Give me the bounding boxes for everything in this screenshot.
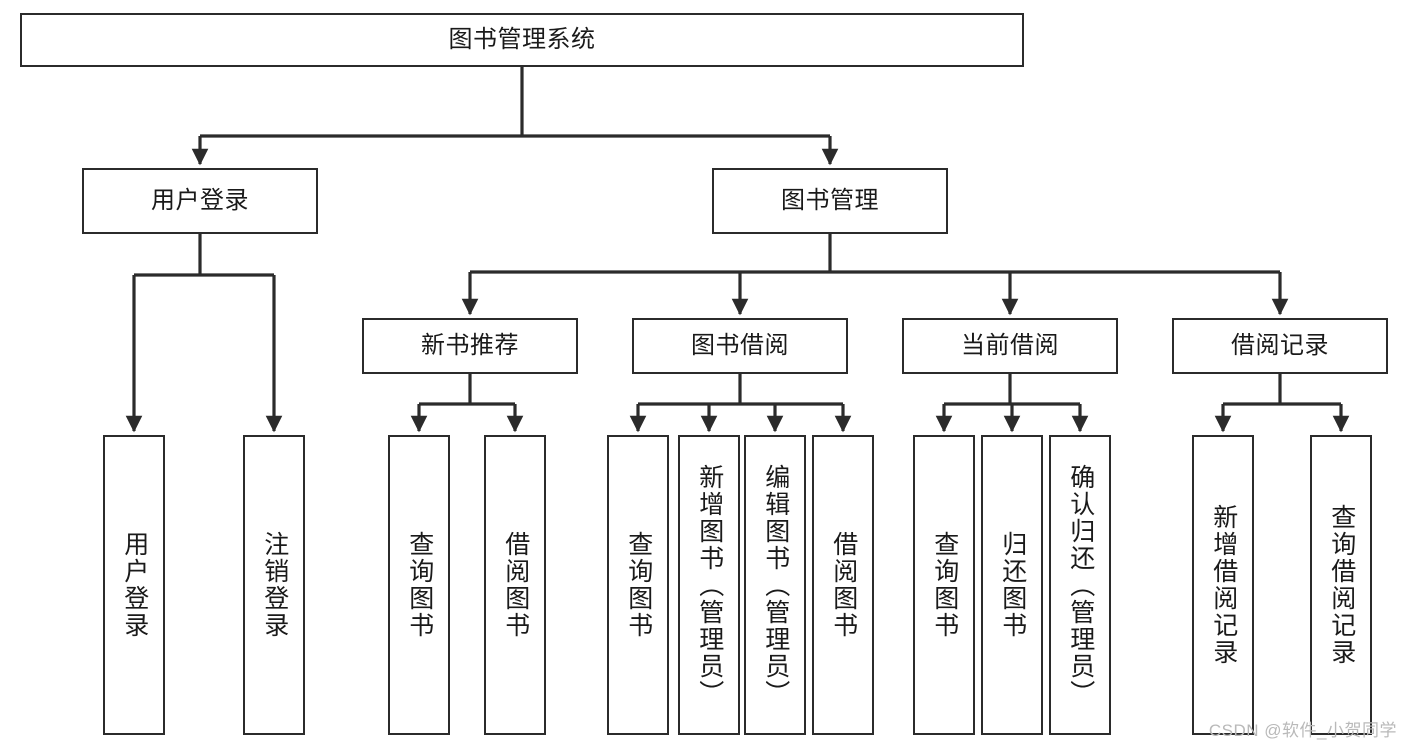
- node-leaf-query-book-3[interactable]: 查询图书: [913, 435, 975, 735]
- edge-group-book-manage: [461, 234, 1289, 316]
- node-book-manage[interactable]: 图书管理: [712, 168, 948, 234]
- node-leaf-return-book[interactable]: 归还图书: [981, 435, 1043, 735]
- node-book-borrow[interactable]: 图书借阅: [632, 318, 848, 374]
- node-label: 借阅图书: [501, 531, 530, 639]
- node-label: 图书借阅: [691, 332, 789, 360]
- node-leaf-query-record[interactable]: 查询借阅记录: [1310, 435, 1372, 735]
- node-new-book-rec[interactable]: 新书推荐: [362, 318, 578, 374]
- node-leaf-query-book-1[interactable]: 查询图书: [388, 435, 450, 735]
- node-label: 注销登录: [260, 531, 289, 639]
- node-label: 新书推荐: [421, 332, 519, 360]
- edge-group-user-login: [125, 234, 283, 433]
- node-label: 图书管理: [781, 187, 879, 215]
- node-leaf-user-login[interactable]: 用户登录: [103, 435, 165, 735]
- node-label: 查询图书: [405, 531, 434, 639]
- node-leaf-borrow-book-2[interactable]: 借阅图书: [812, 435, 874, 735]
- node-label: 新增借阅记录: [1209, 504, 1238, 666]
- node-label: 查询图书: [624, 531, 653, 639]
- root-node[interactable]: 图书管理系统: [20, 13, 1024, 67]
- node-label: 查询借阅记录: [1327, 504, 1356, 666]
- node-label: 新增图书（管理员）: [695, 463, 724, 707]
- edge-group-root: [191, 67, 839, 166]
- node-label: 图书管理系统: [448, 26, 596, 54]
- node-current-borrow[interactable]: 当前借阅: [902, 318, 1118, 374]
- node-leaf-query-book-2[interactable]: 查询图书: [607, 435, 669, 735]
- edge-group-book-borrow: [629, 374, 852, 433]
- node-leaf-add-record[interactable]: 新增借阅记录: [1192, 435, 1254, 735]
- node-leaf-logout[interactable]: 注销登录: [243, 435, 305, 735]
- node-label: 归还图书: [998, 531, 1027, 639]
- node-label: 编辑图书（管理员）: [761, 463, 790, 707]
- node-user-login[interactable]: 用户登录: [82, 168, 318, 234]
- node-label: 当前借阅: [961, 332, 1059, 360]
- node-label: 用户登录: [151, 187, 249, 215]
- node-leaf-borrow-book-1[interactable]: 借阅图书: [484, 435, 546, 735]
- node-label: 借阅图书: [829, 531, 858, 639]
- edge-group-new-book-rec: [410, 374, 524, 433]
- edge-group-borrow-record: [1214, 374, 1350, 433]
- node-label: 确认归还（管理员）: [1066, 463, 1095, 707]
- node-leaf-add-book[interactable]: 新增图书（管理员）: [678, 435, 740, 735]
- node-leaf-edit-book[interactable]: 编辑图书（管理员）: [744, 435, 806, 735]
- node-label: 用户登录: [120, 531, 149, 639]
- node-borrow-record[interactable]: 借阅记录: [1172, 318, 1388, 374]
- edge-group-current-borrow: [935, 374, 1089, 433]
- node-leaf-confirm-return[interactable]: 确认归还（管理员）: [1049, 435, 1111, 735]
- node-label: 查询图书: [930, 531, 959, 639]
- node-label: 借阅记录: [1231, 332, 1329, 360]
